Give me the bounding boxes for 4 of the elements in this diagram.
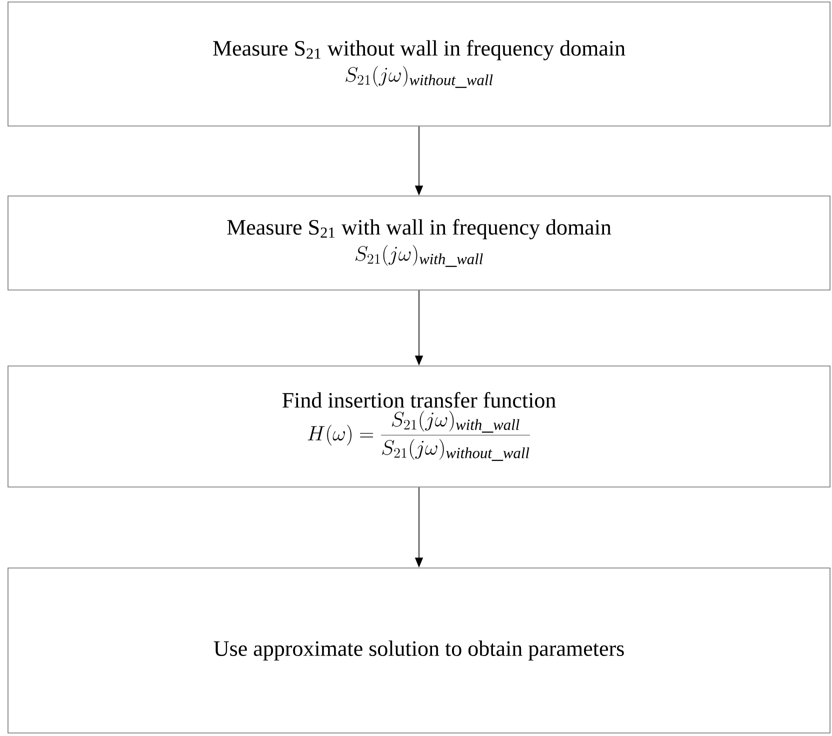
process-box: Use approximate solution to obtain parameters [8, 568, 830, 734]
process-box: Measure S$_{21}$ without wall in frequency domain $S_{21}(j\omega)_{\mathit{without\_wall}}$ [8, 2, 830, 126]
process-box: Measure S$_{21}$ with wall in frequency domain $S_{21}(j\omega)_{\mathit{with\_wall}}$ [8, 196, 830, 290]
process-box: Find insertion transfer function $H(\omega)=\frac{S_{21}(j\omega)_{\mathit{with\_wall}}}{S_{21}(j\omega)_{\mathit{without\_wall}}}$ [8, 366, 830, 488]
